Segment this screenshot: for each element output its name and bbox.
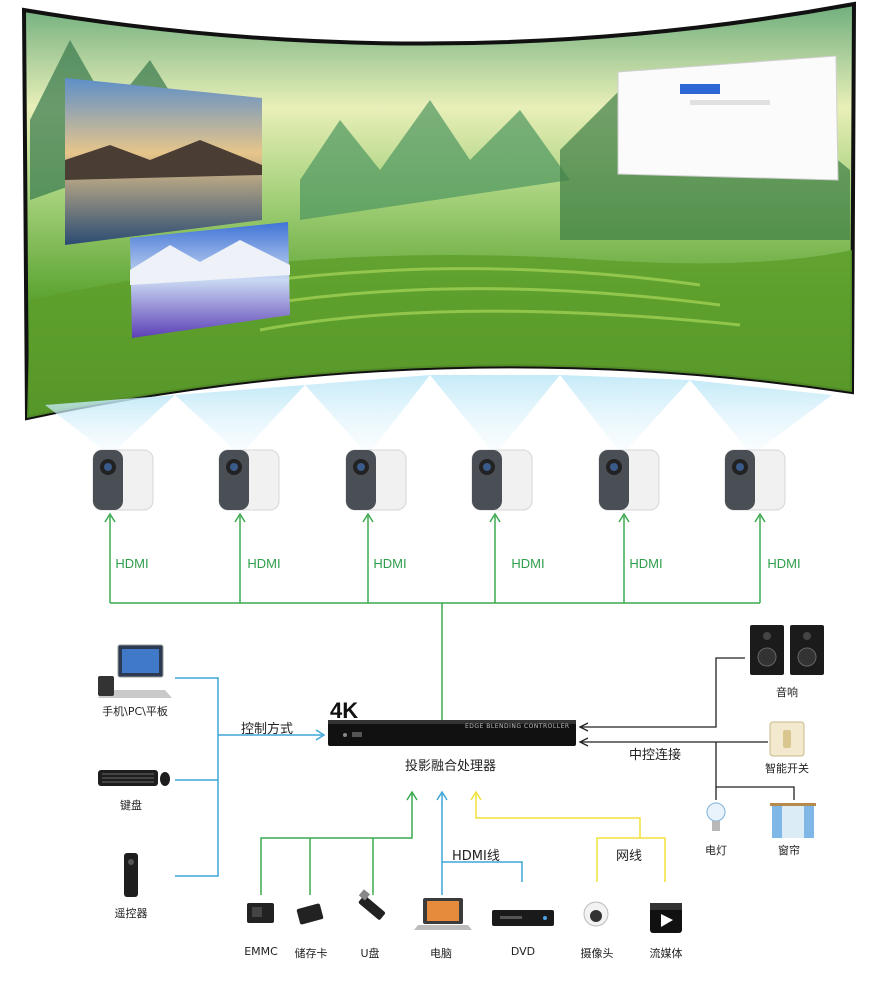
processor-device-label: EDGE BLENDING CONTROLLER <box>465 723 570 730</box>
hdmi-label: HDMI <box>767 556 801 571</box>
output-label-curtain: 窗帘 <box>778 844 800 857</box>
central-control-label: 中控连接 <box>629 748 682 763</box>
hdmi-cable-label: HDMI线 <box>452 849 500 864</box>
source-label-streaming: 流媒体 <box>649 947 683 960</box>
hdmi-label: HDMI <box>511 556 545 571</box>
speaker-icon <box>750 625 824 675</box>
output-label-smart-switch: 智能开关 <box>765 762 809 775</box>
camera-icon <box>583 901 609 927</box>
curved-screen <box>21 1 857 421</box>
laptop-tablet-phone-icon <box>98 644 172 698</box>
hdmi-label: HDMI <box>373 556 407 571</box>
input-label-devices: 手机\PC\平板 <box>102 705 168 718</box>
source-label-computer: 电脑 <box>430 947 452 960</box>
control-wiring <box>175 677 326 877</box>
light-bulb-icon <box>706 802 726 831</box>
projector-beams <box>45 375 832 455</box>
network-cable-label: 网线 <box>616 849 643 864</box>
input-label-keyboard: 键盘 <box>120 799 142 812</box>
source-label-camera: 摄像头 <box>580 947 614 960</box>
projector-1 <box>92 449 154 511</box>
projector-4 <box>471 449 533 511</box>
projector-5 <box>598 449 660 511</box>
laptop-icon <box>414 898 472 930</box>
source-label-usb: U盘 <box>360 947 380 960</box>
output-label-speaker: 音响 <box>776 686 798 699</box>
keyboard-icon <box>98 770 170 786</box>
hdmi-label: HDMI <box>629 556 663 571</box>
projector-row <box>92 449 786 511</box>
streaming-media-icon <box>650 903 682 933</box>
projector-6 <box>724 449 786 511</box>
smart-switch-icon <box>769 721 805 757</box>
usb-drive-icon <box>358 889 386 920</box>
hdmi-label: HDMI <box>247 556 281 571</box>
blending-processor <box>328 720 576 746</box>
emmc-icon <box>247 903 274 923</box>
output-label-light: 电灯 <box>705 844 727 857</box>
hdmi-label: HDMI <box>115 556 149 571</box>
processor-name: 投影融合处理器 <box>405 759 497 774</box>
source-label-emmc: EMMC <box>244 945 278 958</box>
source-label-dvd: DVD <box>510 945 536 958</box>
projector-2 <box>218 449 280 511</box>
remote-control-icon <box>124 853 138 897</box>
control-method-label: 控制方式 <box>241 722 294 737</box>
curtain-icon <box>770 803 816 838</box>
input-label-remote: 遥控器 <box>114 907 148 920</box>
memory-card-icon <box>296 903 324 925</box>
central-control-wiring <box>578 657 795 800</box>
source-wiring <box>260 790 666 895</box>
hdmi-wiring <box>104 512 766 720</box>
resolution-badge: 4K <box>330 698 359 723</box>
dvd-player-icon <box>492 910 554 926</box>
source-label-memory-card: 储存卡 <box>294 947 328 960</box>
projector-3 <box>345 449 407 511</box>
